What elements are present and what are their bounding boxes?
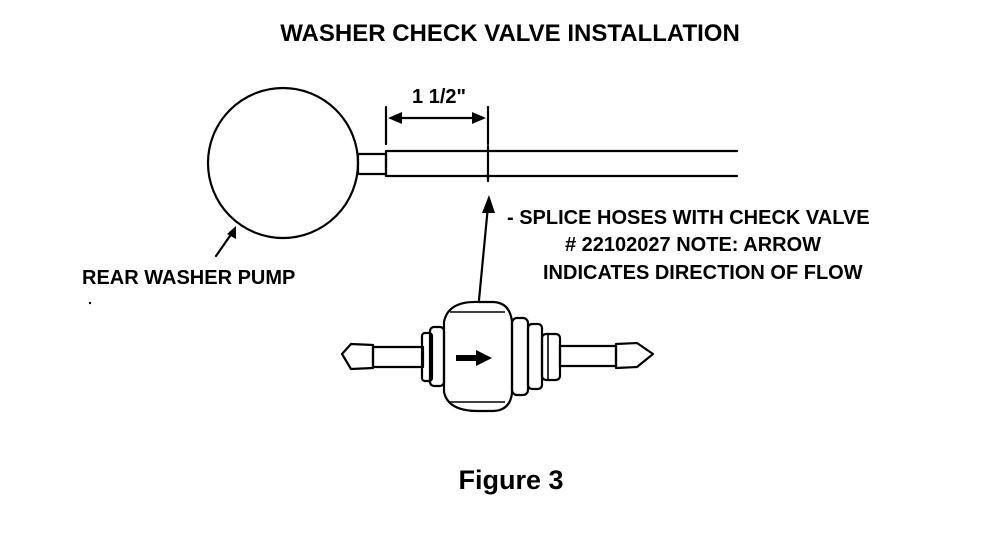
diagram-title: WASHER CHECK VALVE INSTALLATION <box>280 20 740 47</box>
pump-pointer-arrow <box>214 226 236 258</box>
note-line-3: INDICATES DIRECTION OF FLOW <box>543 262 863 284</box>
dimension-label: 1 1/2" <box>412 86 466 108</box>
hose-short-section <box>384 149 490 178</box>
flow-direction-arrow <box>456 350 492 366</box>
right-nipple <box>558 344 618 368</box>
right-collar-1 <box>510 316 530 397</box>
note-line-2: # 22102027 NOTE: ARROW <box>565 234 821 256</box>
left-barb-tip <box>340 342 375 371</box>
left-nipple <box>371 345 425 369</box>
rear-washer-pump <box>206 86 360 240</box>
hose-long-section <box>486 149 739 178</box>
pump-label: REAR WASHER PUMP <box>82 267 295 289</box>
figure-caption: Figure 3 <box>458 465 563 495</box>
stray-dot <box>88 301 92 305</box>
check-valve <box>340 300 655 413</box>
splice-pointer-arrow <box>477 195 495 302</box>
left-collar-outer <box>420 331 434 383</box>
note-line-1: - SPLICE HOSES WITH CHECK VALVE <box>507 207 870 229</box>
dimension-indicator <box>384 105 490 146</box>
right-collar-3 <box>540 332 562 382</box>
right-collar-2 <box>526 322 544 391</box>
pump-outlet-nipple <box>356 152 388 176</box>
right-barb-tip <box>614 341 655 370</box>
